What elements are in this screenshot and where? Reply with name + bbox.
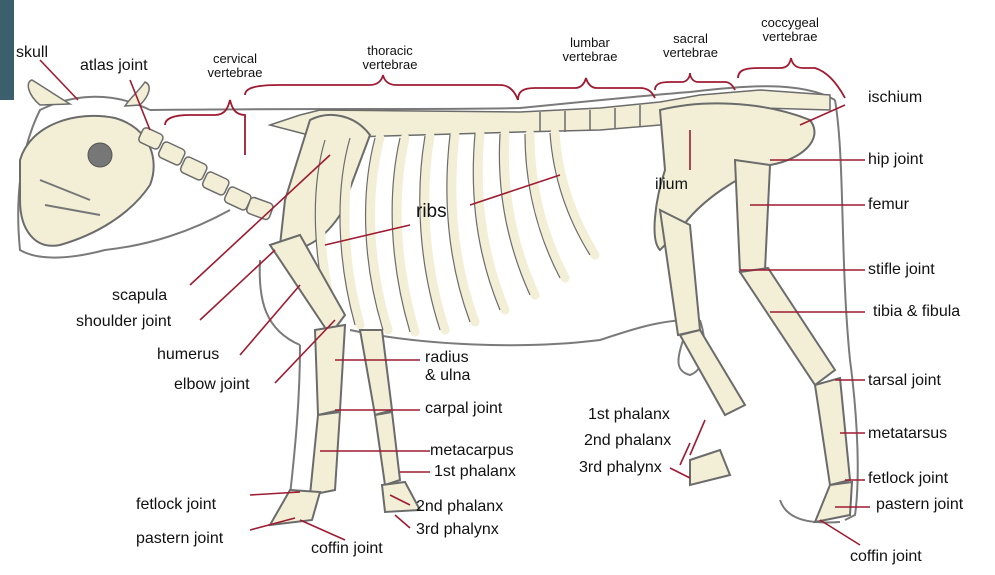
label-coccygeal-line1: coccygeal <box>761 15 819 30</box>
label-thoracic-line1: thoracic <box>367 43 413 58</box>
label-atlas-joint: atlas joint <box>80 57 148 75</box>
label-hind-fetlock-joint: fetlock joint <box>868 470 948 488</box>
label-lumbar-line1: lumbar <box>570 35 610 50</box>
label-radius-line2: & ulna <box>425 367 470 384</box>
label-metacarpus: metacarpus <box>430 442 514 460</box>
label-cervical-vertebrae: cervical vertebrae <box>195 52 275 80</box>
label-sacral-vertebrae: sacral vertebrae <box>653 32 728 60</box>
label-front-pastern-joint: pastern joint <box>136 530 223 548</box>
label-front-3rd-phalynx: 3rd phalynx <box>416 521 499 539</box>
label-front-2nd-phalanx: 2nd phalanx <box>416 498 503 516</box>
label-hind-3rd-phalynx: 3rd phalynx <box>579 459 662 477</box>
label-scapula: scapula <box>112 287 167 305</box>
label-lumbar-line2: vertebrae <box>563 49 618 64</box>
skull-bone <box>20 80 154 246</box>
label-radius-line1: radius <box>425 349 469 366</box>
label-hip-joint: hip joint <box>868 151 923 169</box>
label-thoracic-vertebrae: thoracic vertebrae <box>350 44 430 72</box>
label-front-1st-phalanx: 1st phalanx <box>434 463 516 481</box>
label-cervical-line2: vertebrae <box>208 65 263 80</box>
label-thoracic-line2: vertebrae <box>363 57 418 72</box>
label-tibia-fibula: tibia & fibula <box>873 303 960 321</box>
label-femur: femur <box>868 196 909 214</box>
label-skull: skull <box>16 44 48 62</box>
label-hind-1st-phalanx: 1st phalanx <box>588 406 670 424</box>
label-tarsal-joint: tarsal joint <box>868 372 941 390</box>
label-hind-pastern-joint: pastern joint <box>876 496 963 514</box>
cervical-vertebrae-bones <box>138 127 274 221</box>
label-radius-ulna: radius & ulna <box>425 349 470 385</box>
label-stifle-joint: stifle joint <box>868 261 935 279</box>
label-ilium: ilium <box>655 176 688 194</box>
label-front-coffin-joint: coffin joint <box>311 540 383 558</box>
label-hind-coffin-joint: coffin joint <box>850 548 922 566</box>
label-sacral-line1: sacral <box>673 31 708 46</box>
label-lumbar-vertebrae: lumbar vertebrae <box>550 36 630 64</box>
label-cervical-line1: cervical <box>213 51 257 66</box>
label-ischium: ischium <box>868 89 922 107</box>
label-coccygeal-line2: vertebrae <box>763 29 818 44</box>
label-sacral-line2: vertebrae <box>663 45 718 60</box>
label-elbow-joint: elbow joint <box>174 376 250 394</box>
label-front-fetlock-joint: fetlock joint <box>136 496 216 514</box>
label-coccygeal-vertebrae: coccygeal vertebrae <box>745 16 835 44</box>
label-hind-2nd-phalanx: 2nd phalanx <box>584 432 671 450</box>
label-carpal-joint: carpal joint <box>425 400 502 418</box>
corner-accent <box>0 0 14 100</box>
label-ribs: ribs <box>416 203 447 221</box>
label-shoulder-joint: shoulder joint <box>76 313 171 331</box>
label-metatarsus: metatarsus <box>868 425 947 443</box>
label-humerus: humerus <box>157 346 219 364</box>
